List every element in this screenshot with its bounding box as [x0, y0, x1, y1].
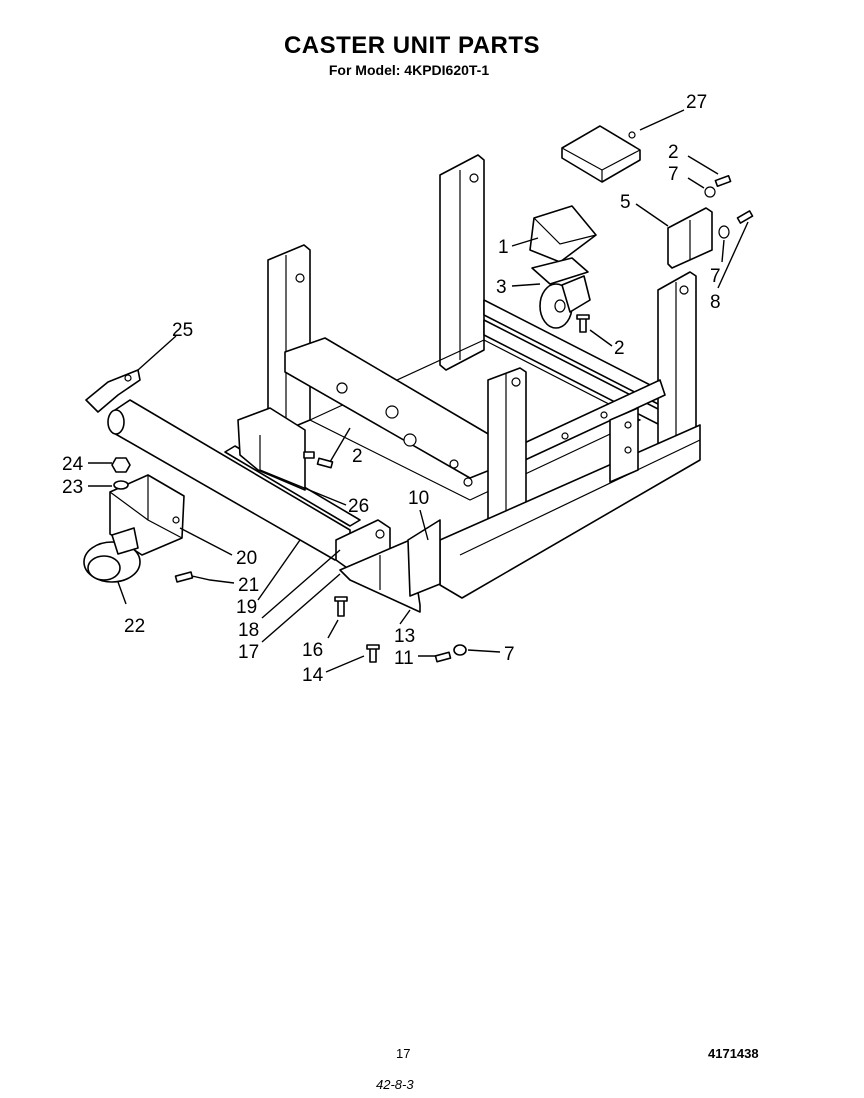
document-number: 4171438: [708, 1046, 759, 1061]
part-1-plate: [529, 205, 597, 263]
callout-labels: 27 2 7 5 7 8 1 3 2 25 24 23 2 26 10 20 2…: [62, 92, 721, 686]
nut-24: [111, 457, 131, 473]
washer-7: [453, 644, 467, 656]
callout-22: 22: [124, 616, 145, 637]
part-5-bracket: [667, 174, 754, 269]
page-number: 17: [396, 1046, 411, 1061]
part-27-bracket: [561, 125, 641, 183]
caster-frame: [267, 154, 701, 599]
callout-13: 13: [394, 626, 415, 647]
model-subtitle: For Model: 4KPDI620T-1: [328, 62, 490, 78]
callout-5: 5: [620, 192, 631, 213]
callout-27: 27: [686, 92, 707, 113]
part-3-caster: [531, 257, 591, 329]
part-25-bracket: [85, 369, 141, 413]
callout-25: 25: [172, 320, 193, 341]
callout-3: 3: [496, 277, 507, 298]
callout-20: 20: [236, 548, 257, 569]
caster-22: [83, 527, 141, 583]
screw-11: [434, 651, 452, 663]
callout-2c: 2: [352, 446, 363, 467]
page-title: CASTER UNIT PARTS: [283, 32, 541, 59]
callout-23: 23: [62, 477, 83, 498]
handwritten-note: 42-8-3: [376, 1077, 414, 1092]
callout-2a: 2: [668, 142, 679, 163]
callout-24: 24: [62, 454, 84, 475]
plate-10: [407, 519, 441, 597]
screw-14: [366, 644, 380, 663]
callout-2b: 2: [614, 338, 625, 359]
screw-2-front: [316, 457, 334, 469]
callout-10: 10: [408, 488, 429, 509]
callout-16: 16: [302, 640, 323, 661]
inner-box-bracket: [237, 407, 315, 491]
callout-1: 1: [498, 237, 509, 258]
kick-plate-13: [339, 539, 421, 613]
callout-18: 18: [238, 620, 259, 641]
screw-21: [174, 571, 194, 583]
callout-7b: 7: [710, 266, 721, 287]
callout-17: 17: [238, 642, 259, 663]
washer-23: [113, 480, 129, 490]
leader-lines: [88, 109, 749, 673]
screw-16: [334, 596, 348, 617]
callout-7c: 7: [504, 644, 515, 665]
callout-26: 26: [348, 496, 369, 517]
callout-14: 14: [302, 665, 324, 686]
callout-19: 19: [236, 597, 257, 618]
callout-7a: 7: [668, 164, 679, 185]
callout-11: 11: [394, 648, 414, 669]
callout-8: 8: [710, 292, 721, 313]
callout-21: 21: [238, 575, 259, 596]
screw-2-caster: [576, 314, 590, 333]
